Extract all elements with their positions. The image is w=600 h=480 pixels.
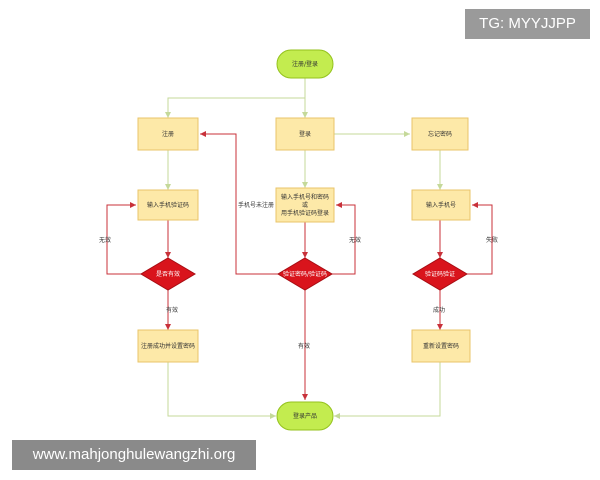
edge-label-fail-right: 失败 xyxy=(486,236,498,244)
edge-dlogin-unregistered xyxy=(200,131,278,275)
watermark-top: TG: MYYJJPP xyxy=(465,9,590,39)
decision-forgot-label: 验证码验证 xyxy=(425,270,455,278)
decision-login-label: 验证密码/验证码 xyxy=(283,270,327,278)
edge-label-valid-left: 有效 xyxy=(166,306,178,314)
forgot-box xyxy=(411,117,469,151)
decision-reg xyxy=(140,257,196,291)
edge-start-to-register xyxy=(165,97,305,118)
forgot-phone-label: 输入手机号 xyxy=(426,201,456,209)
edge-dforgot-fail-loop xyxy=(467,202,493,275)
reset-box xyxy=(411,329,471,363)
edge-label-valid-mid: 有效 xyxy=(298,342,310,350)
register-box xyxy=(137,117,199,151)
decision-login xyxy=(277,257,333,291)
reg-done-box xyxy=(137,329,199,363)
login-box xyxy=(275,117,335,151)
login-input-line2: 或 xyxy=(302,201,308,209)
edge-reset-to-end xyxy=(334,362,441,419)
edge-label-invalid-left: 无效 xyxy=(99,236,111,244)
login-input-line3: 用手机验证码登录 xyxy=(281,209,329,217)
start-node: 注册/登录 xyxy=(276,49,334,79)
end-label: 登录产品 xyxy=(293,412,317,420)
reg-phone-box xyxy=(137,189,199,221)
start-label: 注册/登录 xyxy=(292,60,318,68)
login-input-line1: 输入手机号和密码 xyxy=(281,193,329,201)
forgot-phone-box xyxy=(411,189,471,221)
reg-phone-label: 输入手机验证码 xyxy=(147,201,189,209)
decision-forgot xyxy=(412,257,468,291)
reg-done-label: 注册成功并设置密码 xyxy=(141,342,195,350)
reset-label: 重新设置密码 xyxy=(423,342,459,350)
edge-dreg-invalid-loop xyxy=(106,202,141,275)
watermark-bottom: www.mahjonghulewangzhi.org xyxy=(12,440,256,470)
forgot-label: 忘记密码 xyxy=(428,130,452,138)
end-node: 登录产品 xyxy=(276,401,334,431)
decision-reg-label: 是否有效 xyxy=(156,270,180,278)
edge-label-invalid-mid: 无效 xyxy=(349,236,361,244)
login-label: 登录 xyxy=(299,130,311,138)
edge-label-unregistered: 手机号未注册 xyxy=(238,201,274,209)
edge-label-success-right: 成功 xyxy=(433,306,445,314)
edge-dlogin-invalid-loop xyxy=(332,202,356,275)
edge-regdone-to-end xyxy=(167,362,276,419)
register-label: 注册 xyxy=(162,130,174,138)
login-input-box xyxy=(275,187,335,223)
